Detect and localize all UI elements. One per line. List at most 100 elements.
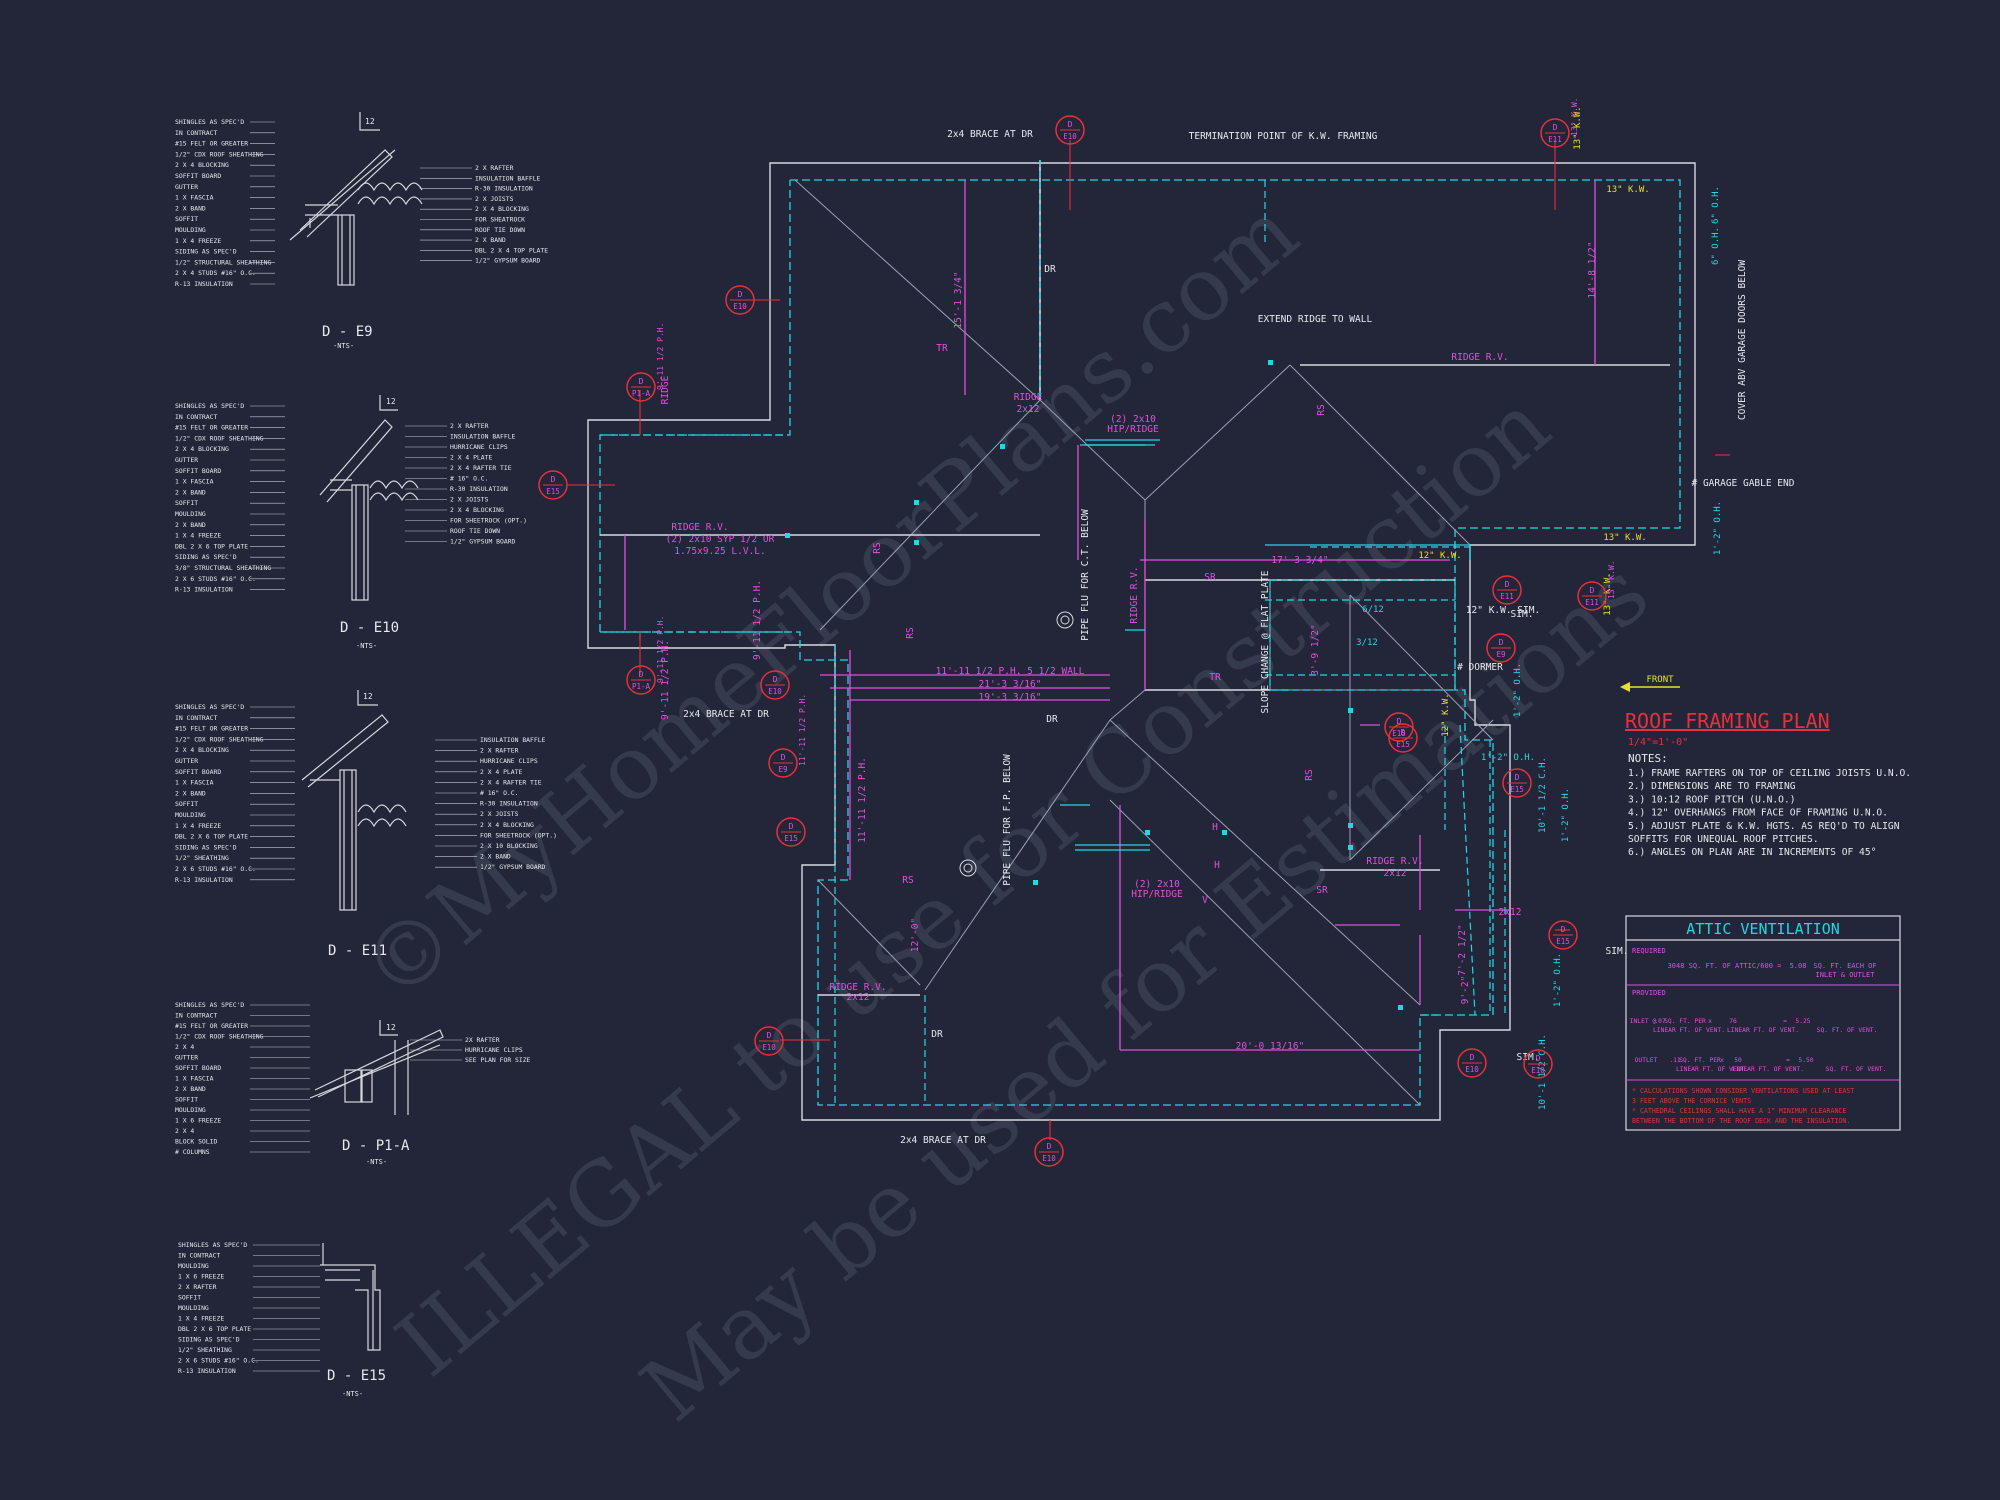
- plan-note: # DORMER: [1457, 662, 1503, 673]
- plan-note: SLOPE CHANGE @ FLAT PLATE: [1260, 570, 1271, 713]
- detail-e10-drawing: 12: [319, 395, 419, 601]
- framing-label: RIDGE R.V.: [829, 982, 886, 993]
- framing-label: 2x12: [1017, 404, 1040, 415]
- detail-note-right: 2 X JOISTS: [480, 810, 519, 818]
- detail-note-left: 1 X 4 FREEZE: [175, 822, 221, 830]
- detail-titles: D - E9 -NTS- D - E10 -NTS- D - E11 D - P…: [322, 324, 410, 1398]
- tag-bottom: E15: [1396, 740, 1410, 749]
- ventilation-cell: INLET & OUTLET: [1815, 971, 1875, 979]
- tag-circle: [1523, 1049, 1553, 1079]
- ventilation-footnotes: * CALCULATIONS SHOWN CONSIDER VENTILATIO…: [1632, 1087, 1854, 1125]
- pipe-flu-fp: [959, 859, 977, 877]
- detail-note-left: 2 X 6 STUDS #16" O.C.: [178, 1357, 259, 1365]
- note-line: 1.) FRAME RAFTERS ON TOP OF CEILING JOIS…: [1628, 768, 1911, 779]
- roof-plan: [568, 140, 1730, 1140]
- tag-circle: [1548, 920, 1578, 950]
- detail-note-left: SOFFIT: [175, 215, 198, 223]
- detail-note-left: 2 X 4: [175, 1043, 194, 1051]
- detail-note-right: 1/2" GYPSUM BOARD: [475, 257, 541, 265]
- ventilation-cell: LINEAR FT. OF VENT.: [1727, 1027, 1799, 1034]
- svg-text:12: 12: [386, 1023, 396, 1032]
- detail-tag[interactable]: D E10: [754, 1026, 784, 1056]
- tag-circle: [768, 748, 798, 778]
- detail-note-left: GUTTER: [175, 757, 198, 765]
- detail-note-right: HURRICANE CLIPS: [450, 443, 508, 451]
- framing-label: RIDGE: [660, 375, 671, 404]
- detail-note-right: HURRICANE CLIPS: [465, 1046, 523, 1054]
- tag-bottom: E11: [1500, 592, 1514, 601]
- kw-label: 13" K.W.: [1603, 533, 1646, 543]
- detail-tag[interactable]: DP1-A9'-11 1/2 P.H.: [626, 616, 665, 695]
- tag-bottom: E15: [546, 487, 560, 496]
- note-line: 6.) ANGLES ON PLAN ARE IN INCREMENTS OF …: [1628, 847, 1876, 858]
- plan-note: 2x4 BRACE AT DR: [683, 709, 769, 720]
- tag-top: D: [767, 1031, 772, 1040]
- detail-tag[interactable]: DP1-A9'-11 1/2 P.H.: [626, 323, 665, 402]
- tag-top: D: [773, 675, 778, 684]
- framing-label: 19'-3 3/16": [979, 692, 1042, 703]
- ventilation-cell: .11: [1669, 1057, 1681, 1064]
- framing-label: HIP/RIDGE: [1131, 889, 1183, 900]
- framing-label: SR: [1204, 572, 1216, 583]
- framing-label: RS: [902, 875, 914, 886]
- detail-note-left: SOFFIT BOARD: [175, 1064, 221, 1072]
- tag-circle: [1577, 581, 1607, 611]
- note-line: 2.) DIMENSIONS ARE TO FRAMING: [1628, 781, 1796, 792]
- detail-note-right: R-30 INSULATION: [480, 800, 538, 808]
- detail-note-left: SOFFIT BOARD: [175, 467, 221, 475]
- plan-note: COVER ABV GARAGE DOORS BELOW: [1737, 260, 1748, 420]
- detail-note-right: 1/2" GYPSUM BOARD: [450, 538, 516, 546]
- detail-note-left: SOFFIT: [175, 1096, 198, 1104]
- framing-label: 11'-11 1/2 P.H. 5 1/2 WALL: [936, 666, 1085, 677]
- overhang-label: 1'-2" O.H.: [1553, 953, 1563, 1007]
- tag-bottom: P1-A: [632, 682, 651, 691]
- ventilation-cell: .07: [1654, 1018, 1666, 1025]
- framing-label: RIDGE R.V.: [1451, 352, 1508, 363]
- detail-note-left: 1/2" CDX ROOF SHEATHING: [175, 735, 264, 743]
- detail-note-left: SOFFIT BOARD: [175, 172, 221, 180]
- detail-note-left: 1 X 6 FREEZE: [178, 1273, 224, 1281]
- detail-note-right: INSULATION BAFFLE: [480, 736, 546, 744]
- detail-e11-drawing: 12: [301, 690, 407, 911]
- detail-note-left: SHINGLES AS SPEC'D: [175, 118, 244, 126]
- detail-note-left: 1/2" SHEATHING: [175, 854, 229, 862]
- overhang-label: 3/12: [1356, 638, 1378, 648]
- detail-note-left: SHINGLES AS SPEC'D: [175, 703, 244, 711]
- detail-note-left: SOFFIT: [175, 800, 198, 808]
- plan-note: DR: [1044, 264, 1056, 275]
- detail-note-right: DBL 2 X 4 TOP PLATE: [475, 246, 548, 254]
- tag-circle: [1388, 723, 1418, 753]
- detail-note-left: SOFFIT BOARD: [175, 768, 221, 776]
- detail-note-left: 2 X RAFTER: [178, 1283, 217, 1291]
- detail-note-right: 2 X 4 RAFTER TIE: [480, 778, 542, 786]
- tag-bottom: E10: [762, 1043, 776, 1052]
- plan-note: TERMINATION POINT OF K.W. FRAMING: [1189, 131, 1378, 142]
- detail-tag[interactable]: DE9: [1486, 633, 1516, 663]
- tag-circle: [776, 817, 806, 847]
- detail-note-right: 2 X 4 PLATE: [480, 768, 522, 776]
- kw-label: 12" K.W.: [1441, 693, 1451, 736]
- detail-note-left: SHINGLES AS SPEC'D: [178, 1241, 247, 1249]
- tag-bottom: E10: [1063, 132, 1077, 141]
- detail-note-left: 2 X BAND: [175, 789, 206, 797]
- detail-note-right: R-30 INSULATION: [450, 485, 508, 493]
- framing-label: (2) 2x10: [1134, 879, 1180, 890]
- framing-label: (2) 2x10 SYP 1/2 OR: [666, 534, 775, 545]
